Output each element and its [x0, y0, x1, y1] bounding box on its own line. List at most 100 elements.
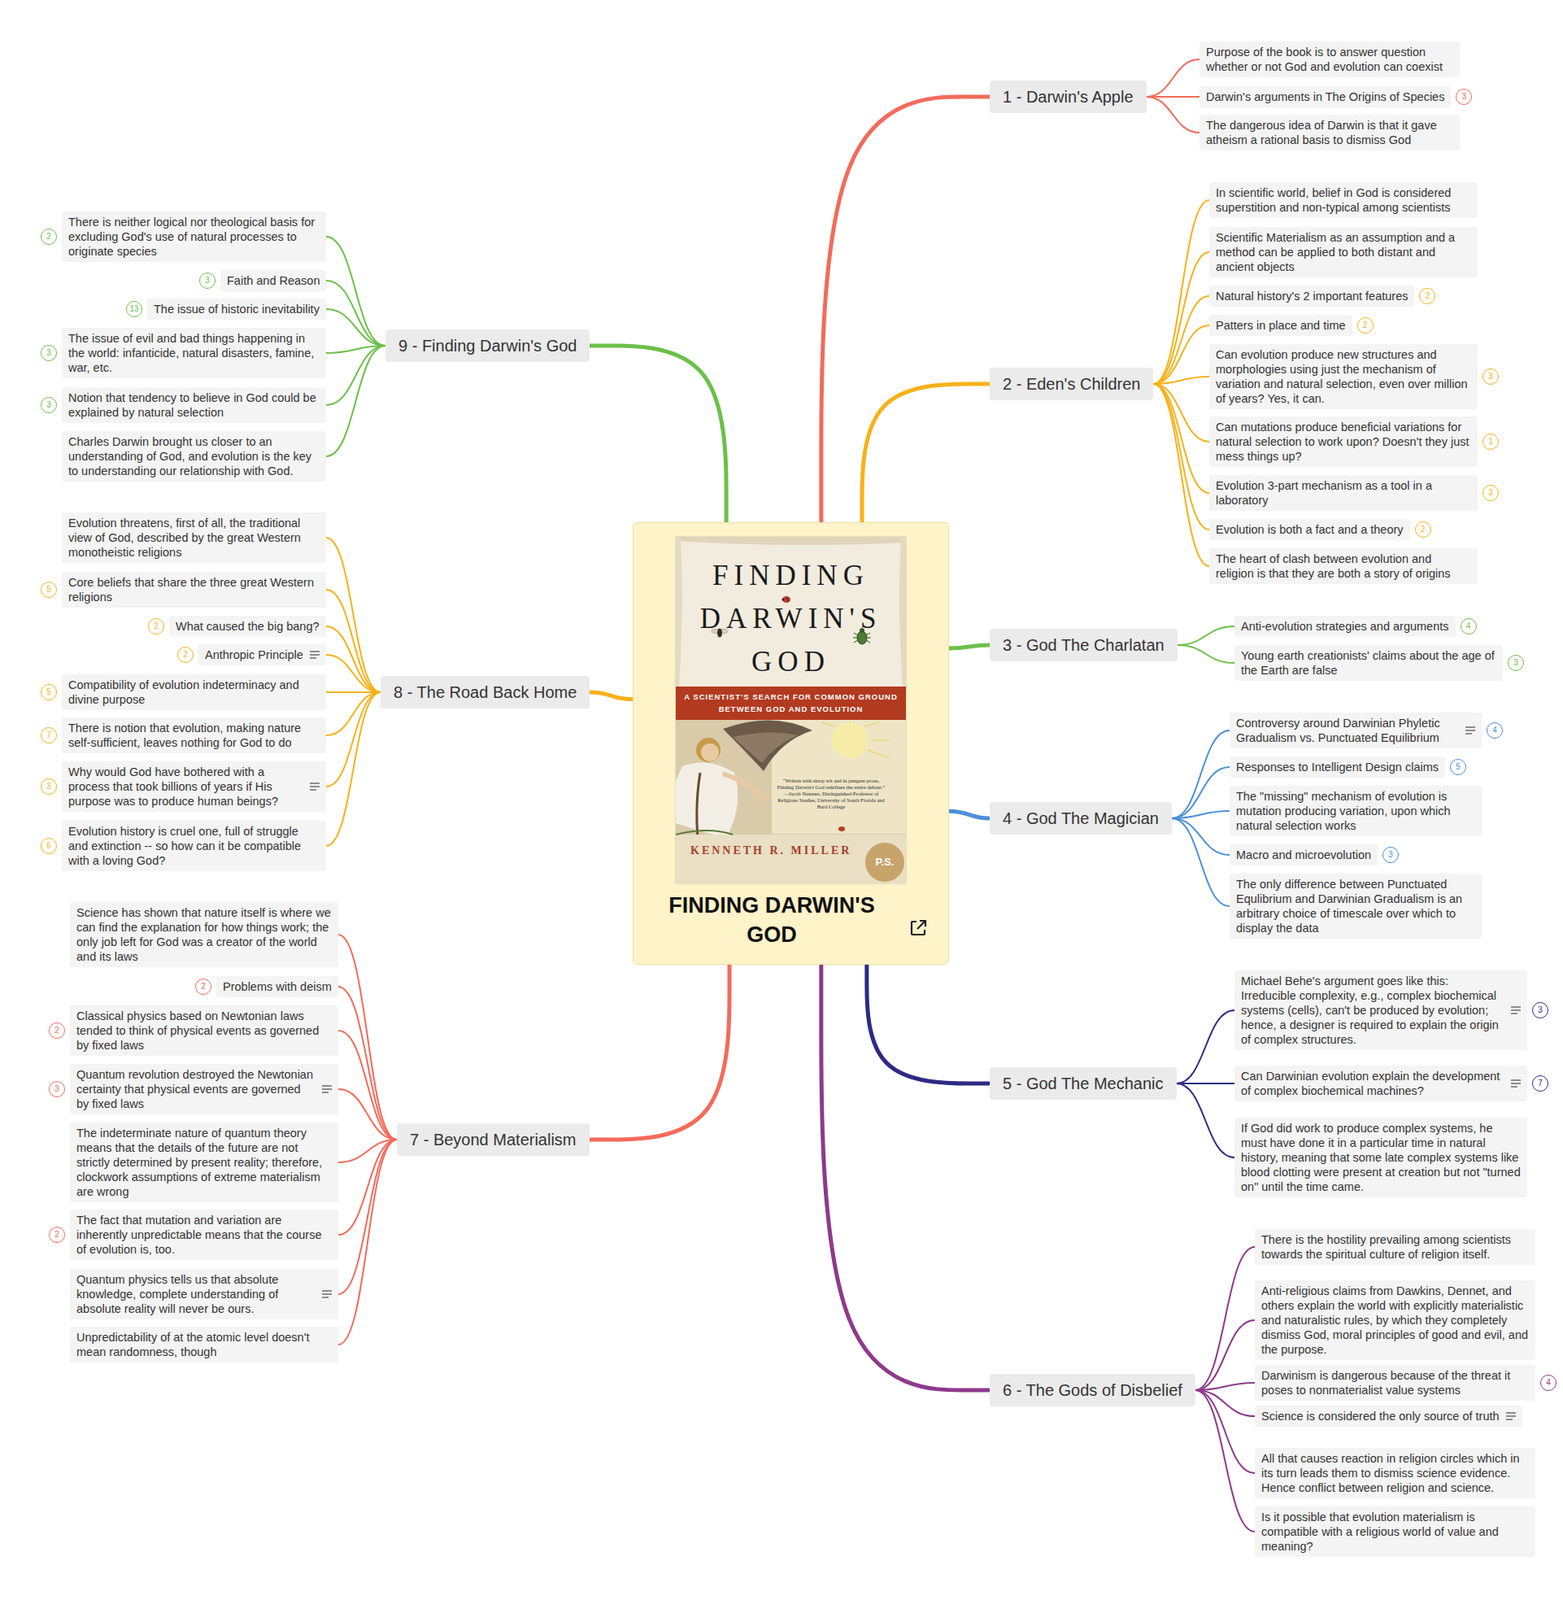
count-badge: 5	[1449, 758, 1467, 775]
subtopic-text: Problems with deism	[222, 979, 332, 994]
subtopic-box: Michael Behe's argument goes like this: …	[1234, 970, 1528, 1050]
count-badge: 2	[48, 1022, 66, 1039]
subtopic-box: The issue of historic inevitability13	[147, 298, 327, 320]
subtopic-text: Evolution history is cruel one, full of …	[68, 823, 320, 868]
subtopic-text: Science has shown that nature itself is …	[76, 905, 332, 964]
branch-topic: 6 - The Gods of Disbelief	[989, 1373, 1196, 1407]
sub-branch-line	[326, 345, 386, 457]
count-badge: 4	[1486, 722, 1503, 739]
branch-label: 9 - Finding Darwin's God	[398, 335, 577, 356]
subtopic-text: Evolution threatens, first of all, the t…	[68, 515, 320, 560]
subtopic-box: Anti-religious claims from Dawkins, Denn…	[1254, 1280, 1536, 1360]
subtopic-text: Faith and Reason	[226, 273, 320, 288]
sub-branch-line	[1171, 766, 1230, 819]
subtopic-text: Can Darwinian evolution explain the deve…	[1240, 1068, 1505, 1098]
subtopic-box: Quantum physics tells us that absolute k…	[69, 1268, 339, 1320]
subtopic-box: In scientific world, belief in God is co…	[1209, 182, 1478, 218]
count-badge: 2	[148, 618, 165, 635]
branch-label: 2 - Eden's Children	[1002, 374, 1141, 394]
cover-author: KENNETH R. MILLER	[690, 843, 863, 858]
subtopic-text: Charles Darwin brought us closer to an u…	[68, 434, 320, 479]
subtopic-text: Controversy around Darwinian Phyletic Gr…	[1236, 715, 1459, 745]
sub-branch-line	[1153, 296, 1210, 384]
sub-branch-line	[1171, 730, 1230, 819]
sub-branch-line	[1146, 96, 1200, 133]
subtopic-box: Faith and Reason3	[220, 269, 327, 292]
note-icon	[1506, 1411, 1516, 1420]
sub-branch-line	[1171, 818, 1230, 855]
sub-branch-line	[1153, 383, 1210, 566]
branch-topic: 2 - Eden's Children	[989, 367, 1154, 401]
sub-branch-line	[326, 537, 381, 693]
count-badge: 5	[40, 581, 57, 598]
subtopic-text: Quantum physics tells us that absolute k…	[76, 1271, 316, 1316]
note-icon	[1465, 726, 1476, 735]
subtopic-box: Evolution 3-part mechanism as a tool in …	[1209, 474, 1478, 511]
sub-branch-line	[326, 692, 381, 846]
sub-branch-line	[1195, 1389, 1255, 1532]
count-badge: 13	[126, 300, 143, 318]
subtopic-box: Anthropic Principle2	[198, 644, 327, 666]
subtopic-box: The fact that mutation and variation are…	[69, 1209, 339, 1260]
subtopic-text: In scientific world, belief in God is co…	[1215, 185, 1472, 215]
branch-topic: 3 - God The Charlatan	[989, 628, 1178, 662]
subtopic-text: The indeterminate nature of quantum theo…	[76, 1125, 332, 1199]
branch-topic: 8 - The Road Back Home	[380, 675, 590, 709]
subtopic-box: Classical physics based on Newtonian law…	[69, 1005, 339, 1056]
sub-branch-line	[326, 280, 386, 346]
subtopic-box: Controversy around Darwinian Phyletic Gr…	[1229, 712, 1482, 749]
subtopic-box: Evolution history is cruel one, full of …	[61, 820, 327, 871]
subtopic-text: What caused the big bang?	[175, 618, 320, 634]
subtopic-text: Anti-religious claims from Dawkins, Denn…	[1261, 1283, 1529, 1357]
sub-branch-line	[326, 309, 386, 346]
branch-topic: 9 - Finding Darwin's God	[385, 329, 590, 362]
subtopic-box: Can evolution produce new structures and…	[1209, 343, 1478, 410]
cover-title: FINDING DARWIN'S GOD	[675, 553, 906, 684]
subtopic-box: Why would God have bothered with a proce…	[61, 761, 327, 812]
branch-topic: 1 - Darwin's Apple	[989, 80, 1147, 114]
subtopic-box: Scientific Materialism as an assumption …	[1209, 226, 1478, 278]
sub-branch-line	[1176, 1083, 1235, 1158]
note-icon	[1510, 1005, 1521, 1015]
subtopic-box: The dangerous idea of Darwin is that it …	[1199, 114, 1460, 151]
subtopic-box: The indeterminate nature of quantum theo…	[69, 1122, 339, 1202]
subtopic-text: Quantum revolution destroyed the Newtoni…	[76, 1066, 316, 1111]
subtopic-text: Darwin's arguments in The Origins of Spe…	[1205, 89, 1445, 105]
main-branch-line	[821, 96, 990, 523]
count-badge: 2	[48, 1226, 66, 1243]
subtopic-text: The fact that mutation and variation are…	[76, 1212, 332, 1257]
subtopic-text: Core beliefs that share the three great …	[68, 574, 320, 605]
count-badge: 5	[40, 683, 57, 701]
branch-topic: 4 - God The Magician	[989, 801, 1172, 835]
count-badge: 3	[1382, 846, 1399, 863]
subtopic-box: Quantum revolution destroyed the Newtoni…	[69, 1063, 339, 1115]
subtopic-text: Anthropic Principle	[204, 647, 304, 662]
subtopic-text: The issue of evil and bad things happeni…	[68, 330, 320, 375]
main-branch-line	[589, 692, 633, 700]
subtopic-box: Science has shown that nature itself is …	[69, 901, 339, 967]
subtopic-text: The "missing" mechanism of evolution is …	[1236, 788, 1476, 833]
subtopic-text: Evolution is both a fact and a theory	[1215, 522, 1404, 537]
subtopic-box: Evolution is both a fact and a theory2	[1209, 518, 1411, 540]
subtopic-text: Natural history's 2 important features	[1215, 288, 1408, 304]
sub-branch-line	[1153, 325, 1210, 384]
subtopic-box: Can Darwinian evolution explain the deve…	[1234, 1065, 1528, 1102]
sub-branch-line	[1177, 644, 1235, 663]
sub-branch-line	[338, 1088, 397, 1140]
sub-branch-line	[1171, 810, 1230, 819]
subtopic-box: Responses to Intelligent Design claims5	[1229, 756, 1446, 778]
subtopic-text: Science is considered the only source of…	[1261, 1408, 1500, 1424]
count-badge: 2	[1419, 287, 1436, 305]
sub-branch-line	[338, 1030, 397, 1140]
subtopic-text: Is it possible that evolution materialis…	[1261, 1509, 1529, 1554]
subtopic-text: Can evolution produce new structures and…	[1215, 347, 1472, 406]
count-badge: 3	[48, 1080, 66, 1098]
subtopic-text: Michael Behe's argument goes like this: …	[1240, 973, 1505, 1047]
count-badge: 3	[40, 778, 57, 795]
subtopic-box: There is neither logical nor theological…	[61, 211, 327, 262]
count-badge: 3	[1482, 368, 1499, 385]
count-badge: 2	[177, 646, 194, 663]
subtopic-box: Young earth creationists' claims about t…	[1234, 644, 1503, 681]
sub-branch-line	[1153, 383, 1210, 442]
